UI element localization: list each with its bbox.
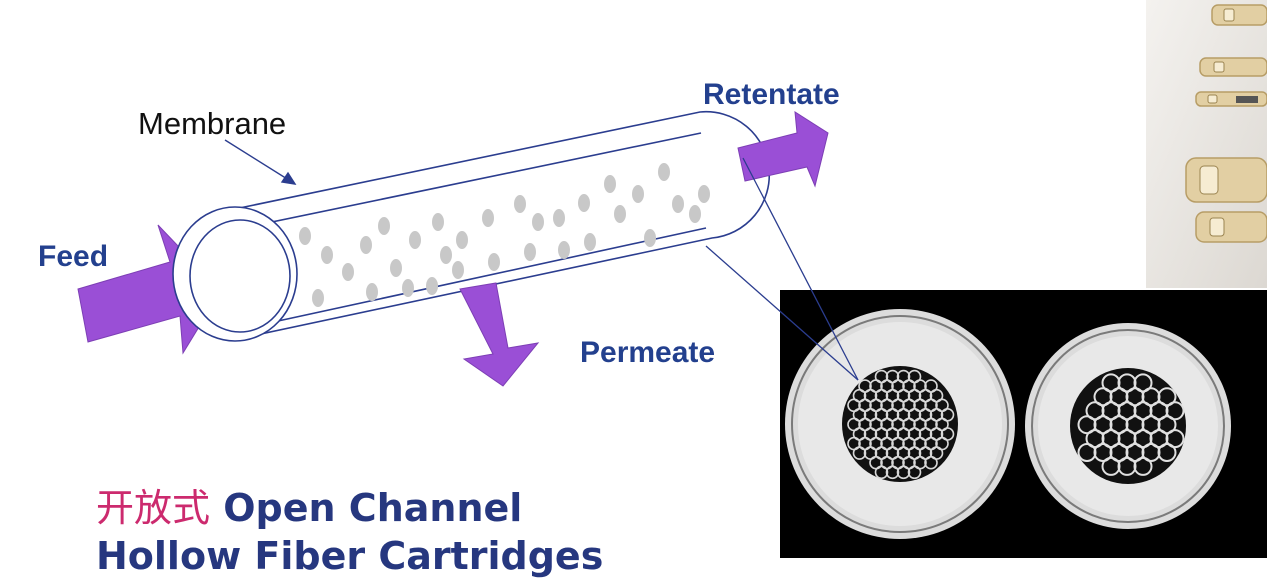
zoom-connector [705,157,859,381]
tube-open-end [172,206,298,342]
hollow-fiber [907,465,922,480]
fiber-bundle-left [785,309,1015,539]
hollow-fiber [1133,373,1153,393]
hollow-fiber [924,455,938,470]
hollow-fiber [1133,456,1153,476]
membrane-pointer [224,139,297,185]
cartridge-photo [1146,0,1267,288]
hollow-fiber [1165,401,1185,421]
cartridge-band [1236,96,1258,103]
caption-chinese: 开放式 [96,486,211,530]
retentate-label: Retentate [703,78,840,111]
caption-line-1: 开放式 Open Channel [96,484,603,532]
cross-section-photo [780,290,1267,558]
hollow-fiber [885,465,900,480]
feed-label: Feed [38,240,108,273]
retentate-arrow [737,111,829,188]
caption-line-2: Hollow Fiber Cartridges [96,534,604,578]
hollow-fiber [1157,387,1177,407]
membrane-label: Membrane [138,106,286,141]
hollow-fiber [852,446,867,460]
caption-open-channel: Open Channel [223,486,523,530]
hollow-fiber [896,465,911,480]
hollow-fiber [1157,415,1177,435]
hollow-fiber [874,465,889,480]
permeate-label: Permeate [580,336,715,369]
hollow-fiber [1157,443,1177,462]
retained-particles [299,163,710,307]
permeate-arrow [459,282,540,387]
slide-caption: 开放式 Open Channel Hollow Fiber Cartridges [96,484,603,580]
fiber-bundle-right [1025,323,1231,529]
hollow-fiber [1165,429,1185,449]
